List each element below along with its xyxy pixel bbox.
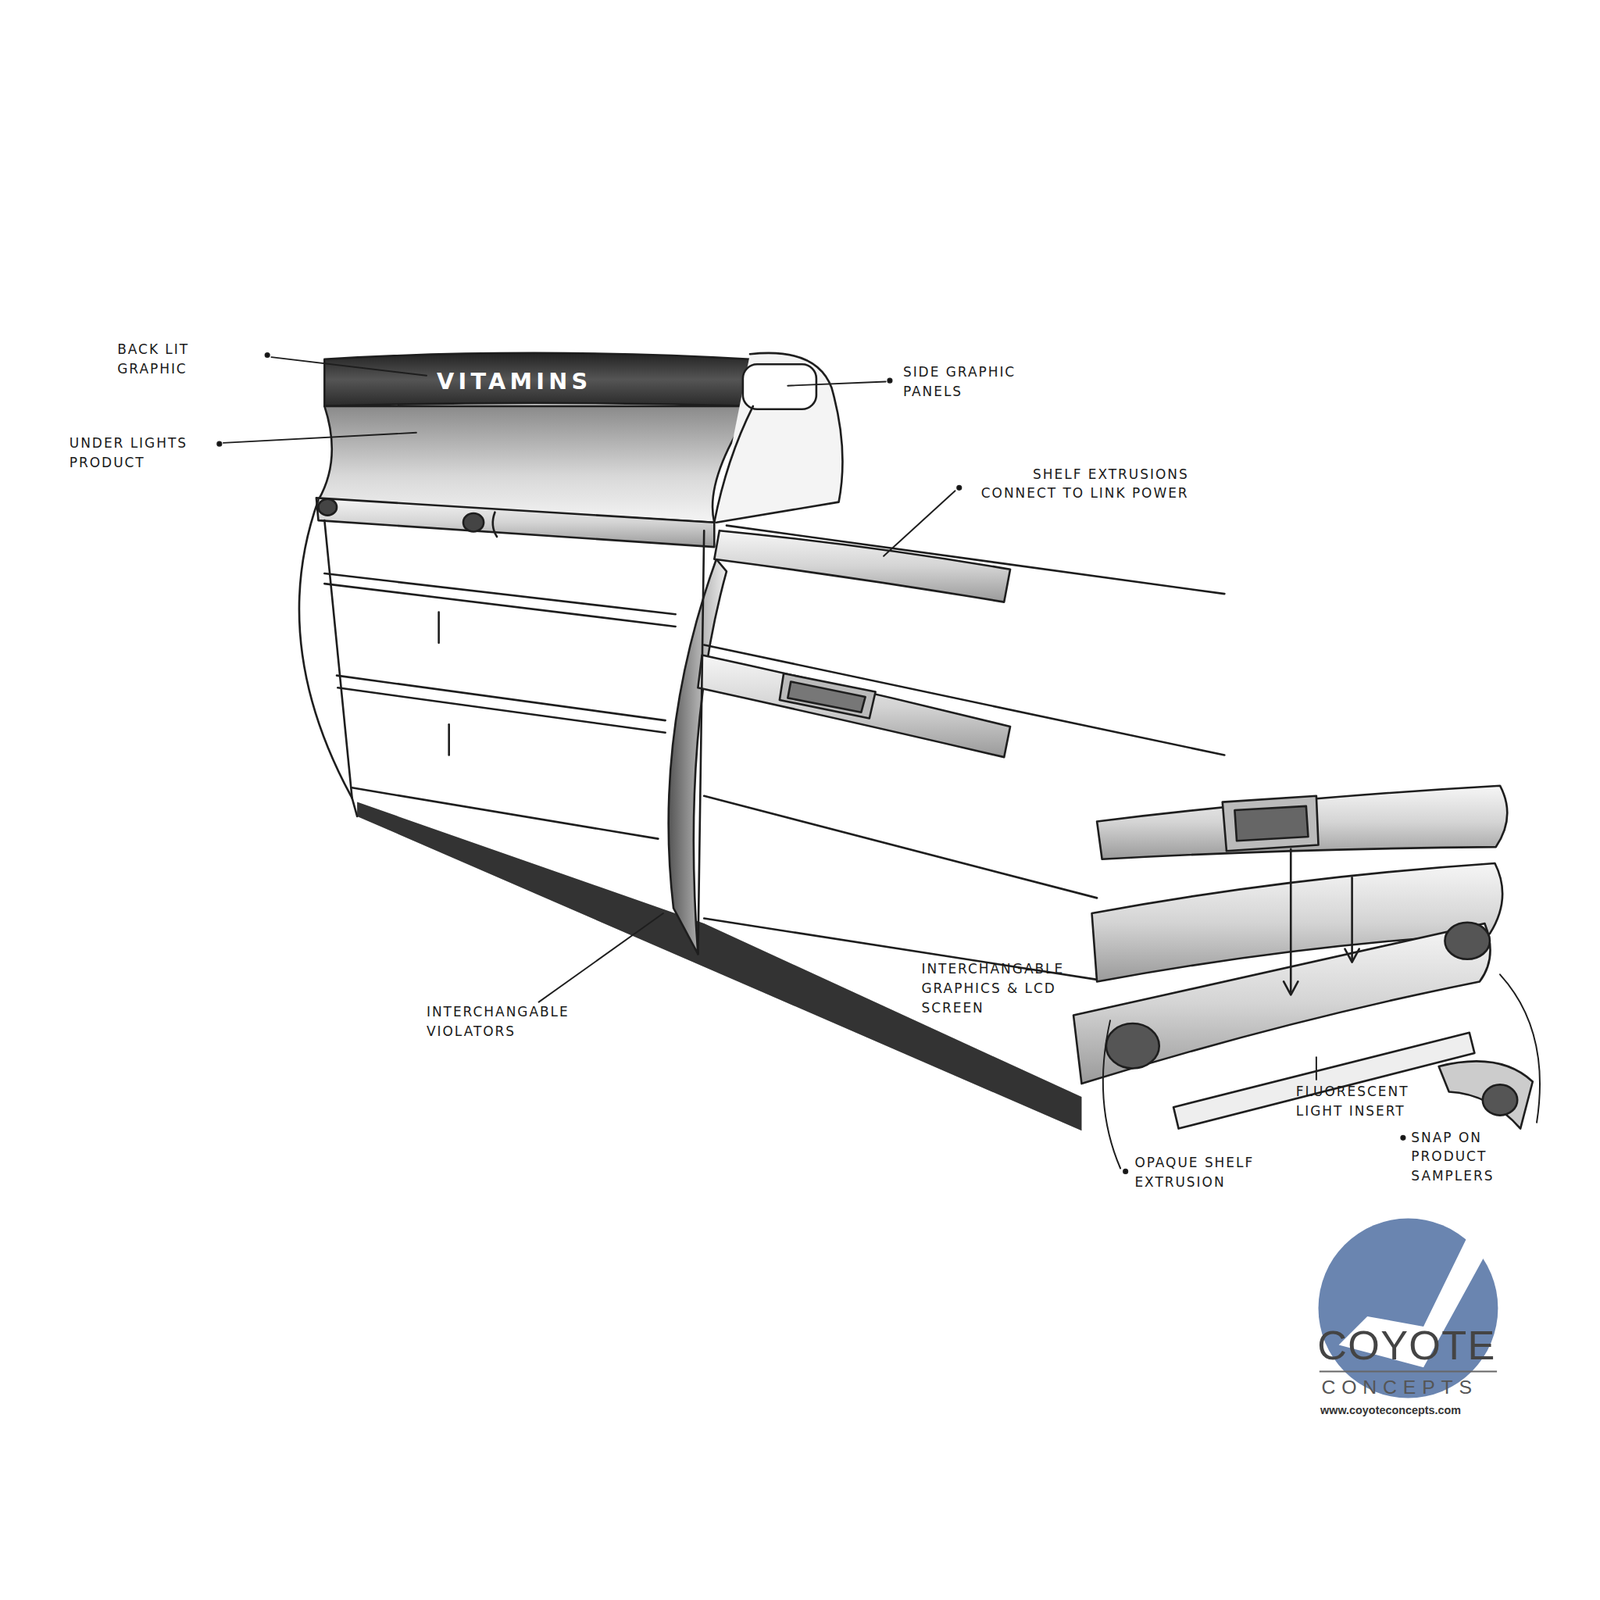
logo-circle [1318, 1218, 1499, 1399]
callout-label: FLUORESCENT LIGHT INSERT [1296, 1082, 1440, 1122]
callout-label: SIDE GRAPHIC PANELS [903, 363, 1036, 402]
callout-label: SNAP ON PRODUCT SAMPLERS [1410, 1128, 1544, 1187]
logo-subtitle: CONCEPTS [1321, 1377, 1479, 1397]
callout-label: INTERCHANGABLE GRAPHICS & LCD SCREEN [921, 960, 1100, 1018]
callout-label: OPAQUE SHELF EXTRUSION [1134, 1153, 1314, 1193]
callout-label: INTERCHANGABLE VIOLATORS [426, 1003, 590, 1042]
header-graphic-text: VITAMINS [436, 365, 592, 399]
logo-wordmark: COYOTE [1317, 1324, 1496, 1365]
callout-label: BACK LIT GRAPHIC [117, 340, 220, 379]
callout-label: UNDER LIGHTS PRODUCT [69, 434, 223, 473]
logo-url: www.coyoteconcepts.com [1320, 1405, 1461, 1417]
callout-label: SHELF EXTRUSIONS CONNECT TO LINK POWER [974, 465, 1189, 504]
